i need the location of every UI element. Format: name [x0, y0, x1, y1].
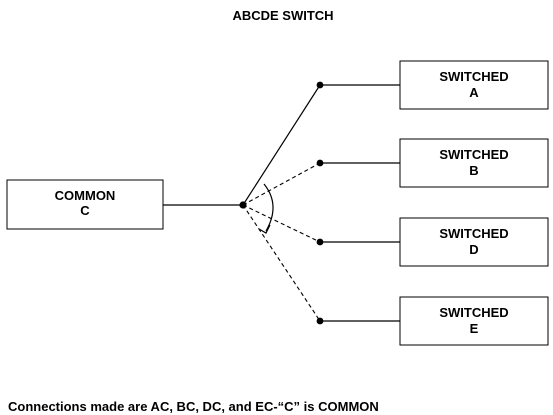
switched-b-box: SWITCHED B [399, 138, 549, 188]
switched-a-outline [399, 60, 549, 110]
connections-caption: Connections made are AC, BC, DC, and EC-… [8, 399, 379, 414]
switched-e-line2: E [470, 321, 479, 336]
common-box-outline [6, 179, 164, 230]
switched-b-outline [399, 138, 549, 188]
switch-arm-b [242, 162, 321, 206]
switched-d-box: SWITCHED D [399, 217, 549, 267]
common-label-line2: C [80, 203, 90, 218]
switch-arm-a [242, 84, 321, 206]
switched-e-box: SWITCHED E [399, 296, 549, 346]
switched-a-line1: SWITCHED [439, 69, 508, 84]
switched-a-line2: A [469, 85, 479, 100]
rotation-arrow-head [258, 224, 271, 234]
switched-e-line1: SWITCHED [439, 305, 508, 320]
switched-e-outline [399, 296, 549, 346]
rotation-arc [263, 183, 274, 232]
switched-a-box: SWITCHED A [399, 60, 549, 110]
switch-arm-e [242, 204, 321, 322]
switched-d-outline [399, 217, 549, 267]
switched-d-line1: SWITCHED [439, 226, 508, 241]
switched-b-line2: B [469, 163, 478, 178]
diagram-title: ABCDE SWITCH [232, 8, 333, 23]
switch-arm-d [242, 204, 321, 243]
switched-d-line2: D [469, 242, 478, 257]
switched-b-line1: SWITCHED [439, 147, 508, 162]
common-label-line1: COMMON [55, 188, 116, 203]
common-terminal-box: COMMON C [6, 179, 164, 230]
